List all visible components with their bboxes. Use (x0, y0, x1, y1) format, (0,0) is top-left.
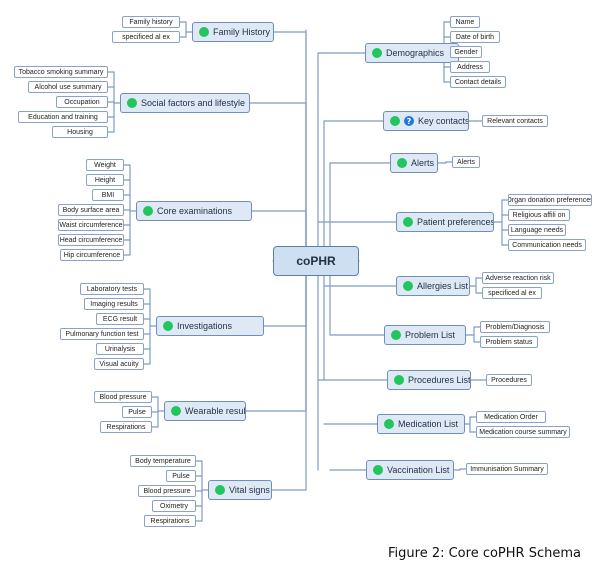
leaf-urinalysis[interactable]: Urinalysis (96, 343, 144, 355)
leaf-adverse-reaction-risk[interactable]: Adverse reaction risk (482, 272, 554, 284)
leaf-address[interactable]: Address (450, 61, 490, 73)
leaf-respirations[interactable]: Respirations (100, 421, 152, 433)
leaf-imaging-results[interactable]: Imaging results (84, 298, 144, 310)
leaf-body-temperature[interactable]: Body temperature (130, 455, 196, 467)
leaf-weight[interactable]: Weight (86, 159, 124, 171)
leaf-contact-details[interactable]: Contact details (450, 76, 506, 88)
leaf-body-surface-area[interactable]: Body surface area (58, 204, 124, 216)
branch-node-allergies-list[interactable]: Allergies List (396, 276, 470, 296)
question-icon: ? (404, 116, 414, 126)
status-dot-icon (384, 419, 394, 429)
branch-node-problem-list[interactable]: Problem List (384, 325, 466, 345)
status-dot-icon (163, 321, 173, 331)
status-dot-icon (394, 375, 404, 385)
leaf-visual-acuity[interactable]: Visual acuity (94, 358, 144, 370)
leaf-head-circumference[interactable]: Head circumference (58, 234, 124, 246)
center-node[interactable]: coPHR (273, 246, 359, 276)
status-dot-icon (171, 406, 181, 416)
leaf-religious-affili-on[interactable]: Religious affili on (508, 209, 570, 221)
leaf-blood-pressure[interactable]: Blood pressure (138, 485, 196, 497)
leaf-pulse[interactable]: Pulse (122, 406, 152, 418)
branch-node-vaccination-list[interactable]: Vaccination List (366, 460, 454, 480)
branch-label: Patient preferences (417, 217, 494, 227)
leaf-housing[interactable]: Housing (52, 126, 108, 138)
status-dot-icon (403, 217, 413, 227)
leaf-respirations[interactable]: Respirations (144, 515, 196, 527)
status-dot-icon (127, 98, 137, 108)
leaf-alcohol-use-summary[interactable]: Alcohol use summary (28, 81, 108, 93)
leaf-problem-status[interactable]: Problem status (480, 336, 538, 348)
branch-label: Demographics (386, 48, 445, 58)
leaf-waist-circumference[interactable]: Waist circumference (58, 219, 124, 231)
leaf-medication-order[interactable]: Medication Order (476, 411, 546, 423)
branch-node-vital-signs[interactable]: Vital signs (208, 480, 272, 500)
branch-label: Alerts (411, 158, 435, 168)
branch-node-wearable-results[interactable]: Wearable results (164, 401, 246, 421)
status-dot-icon (372, 48, 382, 58)
leaf-laboratory-tests[interactable]: Laboratory tests (80, 283, 144, 295)
leaf-height[interactable]: Height (86, 174, 124, 186)
leaf-specificed-al-ex[interactable]: specificed al ex (112, 31, 180, 43)
branch-label: Procedures List (408, 375, 471, 385)
branch-node-core-examinations[interactable]: Core examinations (136, 201, 252, 221)
branch-node-family-history[interactable]: Family History (192, 22, 274, 42)
branch-label: Vital signs (229, 485, 270, 495)
leaf-medication-course-summary[interactable]: Medication course summary (476, 426, 570, 438)
branch-label: Social factors and lifestyle (141, 98, 246, 108)
status-dot-icon (391, 330, 401, 340)
branch-node-procedures-list[interactable]: Procedures List (387, 370, 471, 390)
branch-label: Family History (213, 27, 271, 37)
status-dot-icon (403, 281, 413, 291)
branch-label: Investigations (177, 321, 233, 331)
leaf-family-history[interactable]: Family history (122, 16, 180, 28)
leaf-hip-circumference[interactable]: Hip circumference (60, 249, 124, 261)
leaf-language-needs[interactable]: Language needs (508, 224, 566, 236)
leaf-bmi[interactable]: BMI (92, 189, 124, 201)
leaf-communication-needs[interactable]: Communication needs (508, 239, 586, 251)
branch-node-alerts[interactable]: Alerts (390, 153, 438, 173)
leaf-relevant-contacts[interactable]: Relevant contacts (482, 115, 548, 127)
leaf-oximetry[interactable]: Oximetry (152, 500, 196, 512)
status-dot-icon (215, 485, 225, 495)
center-label: coPHR (296, 254, 336, 268)
branch-label: Wearable results (185, 406, 246, 416)
branch-label: Allergies List (417, 281, 469, 291)
branch-node-key-contacts[interactable]: ? Key contacts (383, 111, 469, 131)
status-dot-icon (199, 27, 209, 37)
leaf-education-and-training[interactable]: Education and training (18, 111, 108, 123)
leaf-pulse[interactable]: Pulse (166, 470, 196, 482)
leaf-specificed-al-ex[interactable]: specificed al ex (482, 287, 542, 299)
branch-label: Problem List (405, 330, 456, 340)
figure-caption: Figure 2: Core coPHR Schema (388, 546, 581, 561)
leaf-blood-pressure[interactable]: Blood pressure (94, 391, 152, 403)
leaf-pulmonary-function-test[interactable]: Pulmonary function test (60, 328, 144, 340)
branch-label: Medication List (398, 419, 459, 429)
leaf-organ-donation-preferences[interactable]: Organ donation preferences (508, 194, 592, 206)
branch-node-medication-list[interactable]: Medication List (377, 414, 465, 434)
status-dot-icon (143, 206, 153, 216)
leaf-name[interactable]: Name (450, 16, 480, 28)
branch-label: Vaccination List (387, 465, 450, 475)
status-dot-icon (390, 116, 400, 126)
leaf-gender[interactable]: Gender (450, 46, 482, 58)
branch-label: Core examinations (157, 206, 233, 216)
leaf-alerts[interactable]: Alerts (452, 156, 480, 168)
leaf-immunisation-summary[interactable]: Immunisation Summary (466, 463, 548, 475)
leaf-date-of-birth[interactable]: Date of birth (450, 31, 500, 43)
leaf-tobacco-smoking-summary[interactable]: Tobacco smoking summary (14, 66, 108, 78)
branch-node-social-factors-and-lifestyle[interactable]: Social factors and lifestyle (120, 93, 250, 113)
status-dot-icon (397, 158, 407, 168)
leaf-problem-diagnosis[interactable]: Problem/Diagnosis (480, 321, 550, 333)
branch-node-patient-preferences[interactable]: Patient preferences (396, 212, 494, 232)
status-dot-icon (373, 465, 383, 475)
leaf-procedures[interactable]: Procedures (486, 374, 532, 386)
branch-label: Key contacts (418, 116, 469, 126)
leaf-ecg-result[interactable]: ECG result (96, 313, 144, 325)
branch-node-demographics[interactable]: Demographics (365, 43, 459, 63)
branch-node-investigations[interactable]: Investigations (156, 316, 264, 336)
leaf-occupation[interactable]: Occupation (56, 96, 108, 108)
